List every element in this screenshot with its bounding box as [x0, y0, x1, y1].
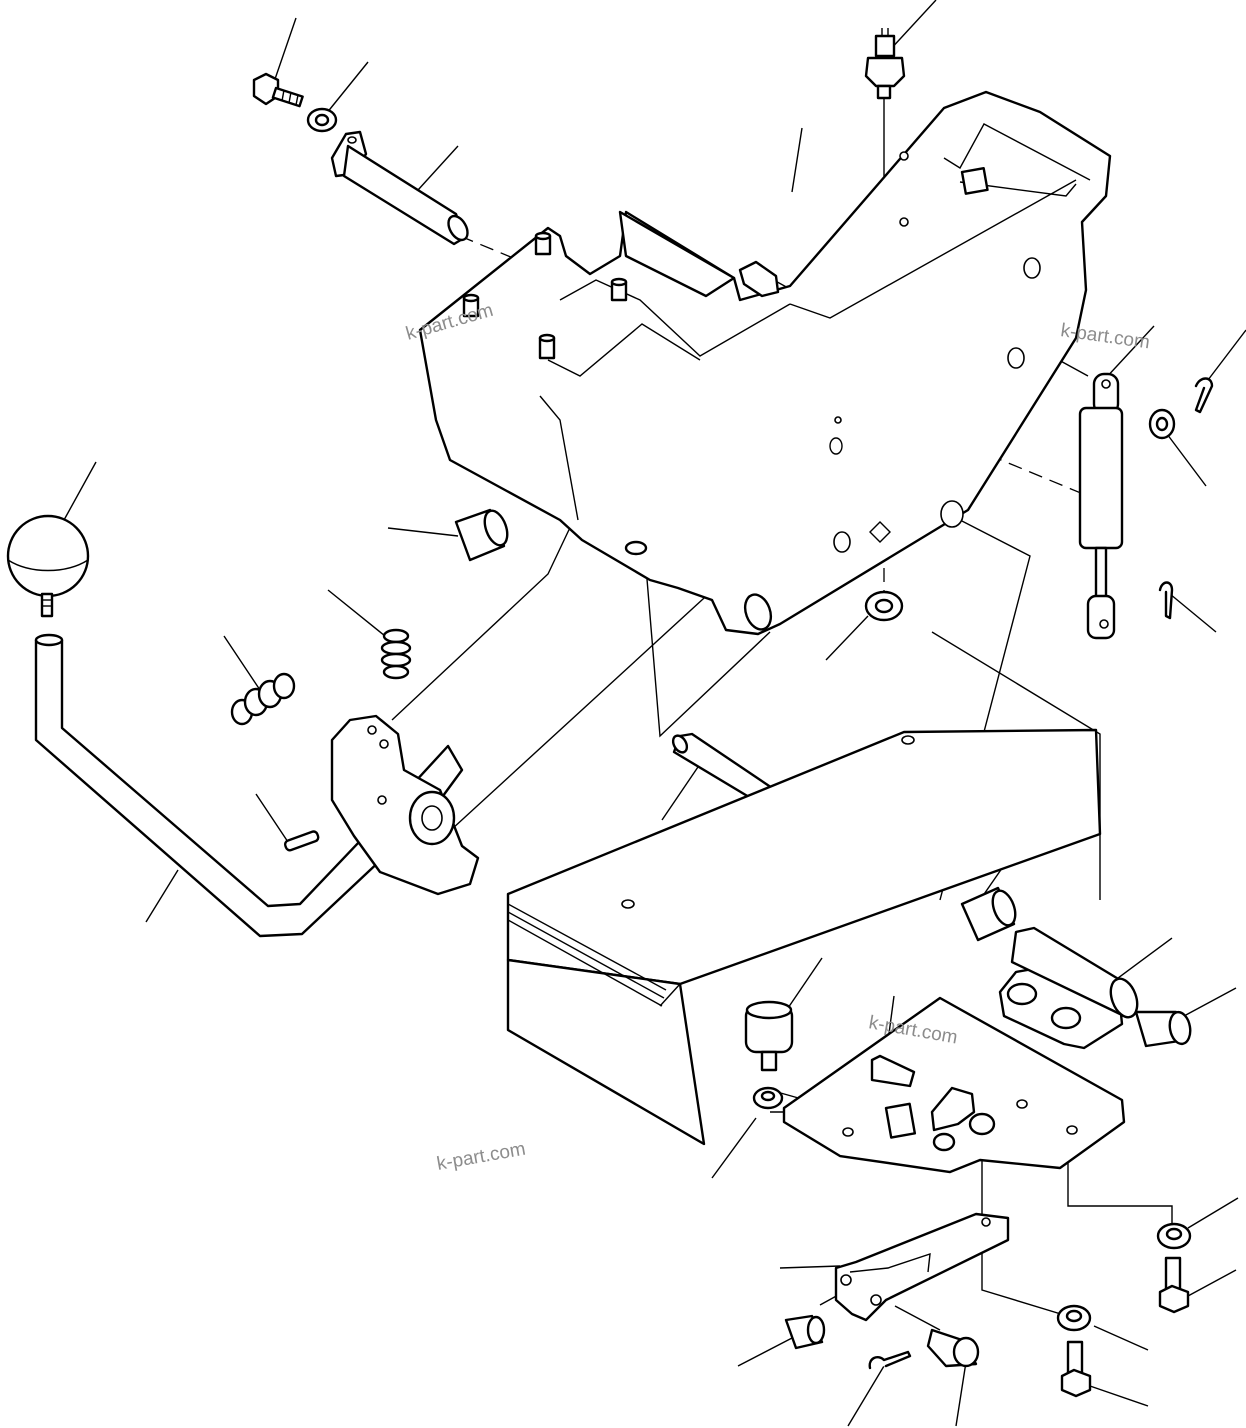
- bushing-lower-part: [960, 886, 1017, 942]
- watermark-text: k-part.com: [1059, 320, 1151, 353]
- bushing-right-part: [1134, 1010, 1192, 1048]
- washer-bottom-centre-part: [1056, 1304, 1092, 1332]
- main-frame-bracket: [418, 90, 1112, 636]
- hex-bolt-part: [252, 72, 304, 108]
- roll-pin-part: [283, 830, 320, 852]
- bushing-bottom-part: [784, 1314, 826, 1350]
- cotter-pins-part: [1158, 377, 1214, 620]
- rubber-bumper-part: [744, 1000, 794, 1072]
- watermark-text: k-part.com: [435, 1139, 527, 1175]
- slide-link-part: [834, 1212, 1010, 1322]
- lever-bracket-part: [330, 714, 480, 896]
- clevis-pin-part: [926, 1328, 980, 1368]
- base-housing: [506, 728, 1102, 1146]
- spring-part: [380, 628, 412, 680]
- mounting-plate-part: [782, 996, 1126, 1174]
- torsion-spring-part: [230, 672, 296, 726]
- washer-right-part: [1148, 408, 1176, 440]
- gas-spring-part: [1078, 372, 1124, 640]
- bushing-part: [454, 508, 509, 562]
- switch-part: [864, 28, 906, 100]
- cotter-pin-bottom-part: [868, 1350, 912, 1370]
- pivot-pin-part: [330, 130, 469, 246]
- leader-lines: [63, 0, 1246, 1427]
- nut-part: [864, 590, 904, 622]
- bolt-bottom-centre-part: [1060, 1340, 1092, 1398]
- bolt-bottom-right-part: [1158, 1256, 1190, 1314]
- frame-studs: [462, 231, 780, 360]
- washer-part: [306, 107, 338, 133]
- nut-bumper-part: [752, 1086, 784, 1110]
- washer-bottom-right-part: [1156, 1222, 1192, 1250]
- hinge-bracket-part: [998, 926, 1139, 1050]
- shift-lever-part: [34, 633, 464, 938]
- knob-part: [6, 514, 90, 618]
